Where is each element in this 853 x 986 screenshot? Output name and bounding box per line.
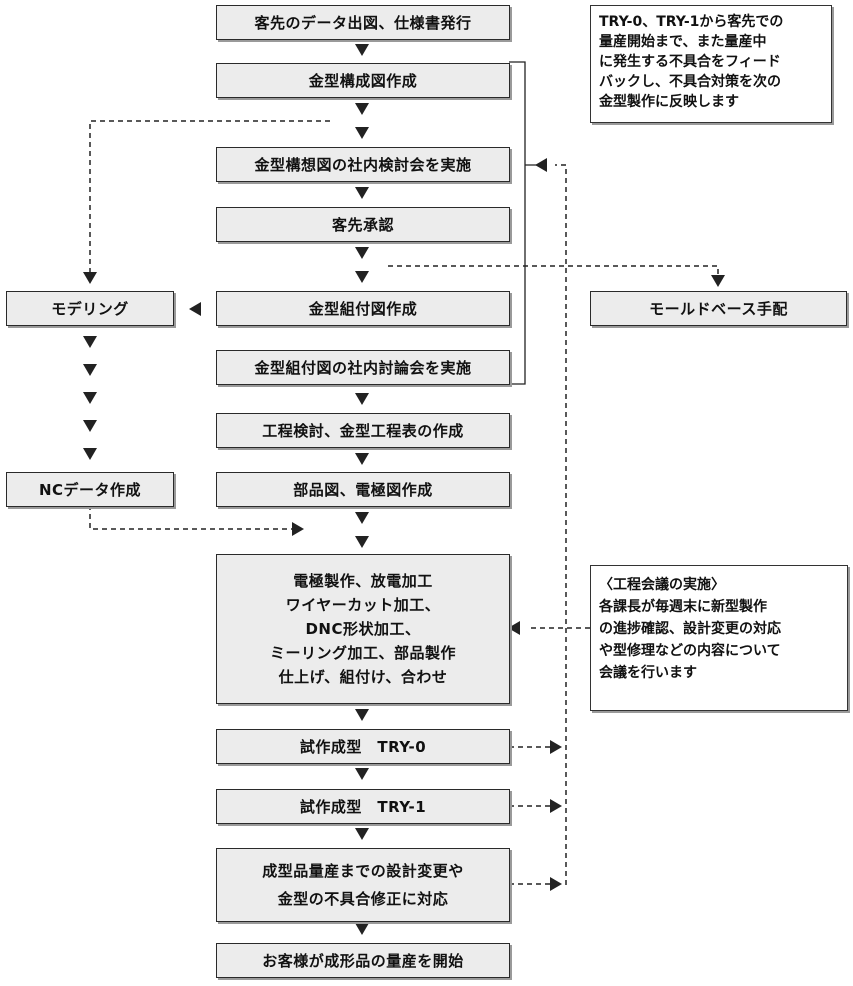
step-assembly-review-label: 金型組付図の社内討論会を実施 (254, 359, 472, 377)
note-meeting-line: 各課長が毎週末に新型製作 (599, 599, 767, 615)
note-feedback-line: バックし、不具合対策を次の (599, 74, 781, 90)
arrow-down-icon (355, 709, 369, 721)
arrow-down-icon (355, 127, 369, 139)
step-nc-data: NCデータ作成 (6, 472, 174, 507)
step-try0: 試作成型 TRY-0 (216, 729, 510, 764)
arrow-down-icon (83, 364, 97, 376)
step-assembly-review: 金型組付図の社内討論会を実施 (216, 350, 510, 385)
note-process-meeting: 〈工程会議の実施〉 各課長が毎週末に新型製作 の進捗確認、設計変更の対応 や型修… (590, 565, 848, 711)
arrow-down-icon (355, 393, 369, 405)
note-feedback-line: 金型製作に反映します (599, 94, 739, 110)
step-modeling: モデリング (6, 291, 174, 326)
arrow-down-icon (355, 512, 369, 524)
step-machining-line: 仕上げ、組付け、合わせ (278, 668, 448, 686)
arrow-right-icon (550, 877, 562, 891)
arrow-down-icon (83, 392, 97, 404)
arrow-down-icon (83, 336, 97, 348)
dashed-feedback-loop (555, 164, 567, 885)
step-spec-issue: 客先のデータ出図、仕様書発行 (216, 5, 510, 40)
dashed-connectors (89, 61, 719, 885)
arrow-down-icon (83, 272, 97, 284)
step-mold-base: モールドベース手配 (590, 291, 847, 326)
arrow-down-icon (355, 536, 369, 548)
note-feedback-line: 量産開始まで、また量産中 (599, 34, 767, 50)
step-client-approval: 客先承認 (216, 207, 510, 242)
arrow-left-icon (189, 302, 201, 316)
step-assembly-drawing: 金型組付図作成 (216, 291, 510, 326)
arrow-right-icon (292, 522, 304, 536)
step-try1: 試作成型 TRY-1 (216, 789, 510, 824)
arrow-down-icon (355, 453, 369, 465)
step-machining: 電極製作、放電加工 ワイヤーカット加工、 DNC形状加工、 ミーリング加工、部品… (216, 554, 510, 704)
note-meeting-line: 〈工程会議の実施〉 (599, 577, 725, 593)
step-parts-drawing: 部品図、電極図作成 (216, 472, 510, 507)
arrow-down-icon (83, 448, 97, 460)
step-parts-drawing-label: 部品図、電極図作成 (293, 481, 433, 499)
step-internal-review-label: 金型構想図の社内検討会を実施 (254, 156, 472, 174)
arrow-down-icon (355, 768, 369, 780)
bracket-design-phase (509, 61, 543, 385)
arrow-right-icon (550, 799, 562, 813)
step-design-change-line: 成型品量産までの設計変更や (262, 862, 464, 880)
step-mass-production-label: お客様が成形品の量産を開始 (262, 952, 464, 970)
note-feedback: TRY-0、TRY-1から客先での 量産開始まで、また量産中 に発生する不具合を… (590, 5, 832, 123)
step-client-approval-label: 客先承認 (331, 216, 394, 234)
step-assembly-drawing-label: 金型組付図作成 (308, 300, 418, 318)
step-try1-label: 試作成型 TRY-1 (299, 798, 427, 816)
step-design-change-line: 金型の不具合修正に対応 (277, 890, 449, 908)
note-feedback-line: TRY-0、TRY-1から客先での (599, 14, 784, 30)
dashed-link-nc-to-machining (89, 505, 292, 530)
arrow-down-icon (355, 271, 369, 283)
arrow-down-icon (355, 44, 369, 56)
arrow-down-icon (355, 187, 369, 199)
dashed-link-to-mold-base (388, 265, 719, 275)
arrow-down-icon (355, 247, 369, 259)
note-feedback-line: に発生する不具合をフィード (599, 54, 781, 70)
arrow-layer (83, 44, 725, 935)
step-modeling-label: モデリング (51, 300, 129, 318)
step-machining-line: DNC形状加工、 (305, 620, 421, 638)
note-meeting-line: や型修理などの内容について (599, 643, 781, 659)
step-spec-issue-label: 客先のデータ出図、仕様書発行 (254, 14, 472, 32)
step-mold-base-label: モールドベース手配 (649, 300, 788, 318)
arrow-right-icon (550, 740, 562, 754)
step-try0-label: 試作成型 TRY-0 (299, 738, 427, 756)
arrow-down-icon (83, 420, 97, 432)
arrow-down-icon (711, 275, 725, 287)
step-mass-production: お客様が成形品の量産を開始 (216, 943, 510, 978)
step-process-planning-label: 工程検討、金型工程表の作成 (262, 422, 464, 440)
step-design-change: 成型品量産までの設計変更や 金型の不具合修正に対応 (216, 848, 510, 922)
step-machining-line: 電極製作、放電加工 (293, 572, 433, 590)
arrow-left-icon (508, 621, 520, 635)
arrow-down-icon (355, 923, 369, 935)
step-mold-structure-label: 金型構成図作成 (308, 72, 418, 90)
step-machining-line: ワイヤーカット加工、 (285, 596, 441, 614)
step-nc-data-label: NCデータ作成 (38, 481, 142, 499)
step-process-planning: 工程検討、金型工程表の作成 (216, 413, 510, 448)
step-machining-line: ミーリング加工、部品製作 (269, 644, 456, 662)
arrow-down-icon (355, 828, 369, 840)
note-meeting-line: の進捗確認、設計変更の対応 (599, 621, 781, 637)
arrow-down-icon (355, 103, 369, 115)
dashed-link-to-modeling (89, 120, 330, 272)
note-meeting-line: 会議を行います (599, 665, 697, 681)
step-internal-review: 金型構想図の社内検討会を実施 (216, 147, 510, 182)
step-mold-structure: 金型構成図作成 (216, 63, 510, 98)
